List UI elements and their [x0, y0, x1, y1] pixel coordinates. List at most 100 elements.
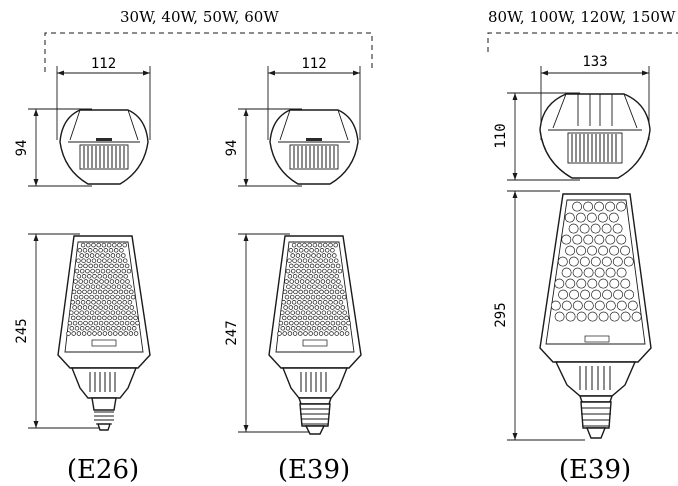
led-chip — [572, 201, 583, 212]
led-chip — [130, 294, 136, 300]
led-chip — [79, 326, 85, 331]
led-chip — [301, 326, 306, 331]
led-chip — [107, 274, 113, 279]
led-chip — [78, 279, 83, 284]
led-chip — [89, 253, 95, 258]
led-chip — [90, 326, 95, 331]
led-chip — [124, 305, 129, 310]
led-chip — [331, 279, 336, 284]
led-chip — [325, 279, 331, 284]
height-dimension: 245 — [14, 233, 100, 429]
led-chip — [317, 300, 323, 305]
led-chip — [289, 263, 294, 269]
led-chip — [89, 294, 94, 300]
lamp-side-view — [57, 235, 151, 431]
led-chip — [83, 263, 88, 269]
led-chip — [339, 315, 344, 321]
led-chip — [119, 248, 124, 253]
led-chip — [316, 268, 322, 274]
led-chip — [79, 253, 84, 258]
led-chip — [118, 274, 123, 279]
led-chip — [287, 274, 293, 279]
led-chip — [79, 268, 85, 274]
led-chip — [306, 310, 311, 315]
led-chip — [85, 326, 90, 331]
led-chip — [580, 289, 591, 300]
led-chip — [97, 289, 103, 295]
led-chip — [90, 284, 96, 289]
led-chip — [66, 331, 71, 336]
led-chip — [313, 315, 318, 321]
led-chip — [99, 279, 104, 284]
led-chip — [318, 274, 324, 279]
led-chip — [108, 305, 114, 310]
led-chip — [284, 294, 290, 300]
led-chip — [554, 278, 565, 289]
led-chip — [315, 320, 320, 326]
led-chip — [102, 331, 108, 336]
led-chip — [81, 315, 86, 321]
led-chip — [286, 300, 292, 305]
led-chip — [284, 279, 289, 284]
led-chip — [313, 331, 319, 336]
led-chip — [306, 268, 312, 274]
led-chip — [287, 258, 292, 263]
led-chip — [91, 315, 97, 321]
led-chip — [326, 310, 332, 315]
led-chip — [323, 300, 328, 305]
led-chip — [76, 274, 82, 279]
led-chip — [106, 284, 111, 289]
led-chip — [609, 278, 620, 289]
led-chip — [308, 289, 314, 295]
led-chip — [282, 331, 287, 336]
led-chip — [123, 289, 129, 295]
led-chip — [594, 267, 605, 278]
led-chip — [114, 263, 119, 269]
led-chip — [88, 263, 93, 269]
led-chip — [109, 263, 114, 269]
led-chip — [281, 315, 287, 321]
led-chip — [112, 258, 118, 263]
led-chip — [289, 294, 295, 300]
led-chip — [586, 212, 597, 223]
led-chip — [102, 258, 107, 263]
led-chip — [568, 223, 579, 234]
led-chip — [288, 289, 293, 295]
led-chip — [111, 268, 116, 274]
led-chip — [297, 242, 302, 248]
height-value: 247 — [224, 320, 240, 345]
led-chip — [81, 274, 87, 279]
led-chip — [598, 311, 609, 322]
led-chip — [133, 331, 139, 336]
led-chip — [95, 284, 101, 289]
led-chip — [344, 331, 350, 336]
led-chip — [597, 212, 608, 223]
led-chip — [319, 289, 324, 295]
lamp-e26: 112 94 — [14, 56, 151, 485]
led-chip — [301, 268, 306, 274]
led-chip — [87, 248, 93, 253]
led-chip — [76, 331, 82, 336]
led-chip — [338, 284, 343, 289]
led-chip — [325, 320, 330, 326]
top-height-value: 110 — [493, 123, 509, 148]
led-chip — [316, 253, 321, 258]
led-chip — [96, 242, 101, 248]
led-chip — [324, 248, 330, 253]
led-chip — [346, 320, 351, 326]
led-chip — [298, 274, 303, 279]
led-chip — [337, 326, 343, 331]
led-chip — [108, 248, 114, 253]
led-chip — [314, 305, 320, 310]
led-chip — [104, 263, 109, 269]
led-chip — [105, 253, 110, 258]
led-chip — [325, 263, 330, 269]
led-chip — [333, 258, 339, 263]
led-chip — [309, 305, 314, 310]
led-chip — [123, 274, 128, 279]
led-chip — [302, 242, 307, 248]
led-chip — [122, 300, 127, 305]
led-chip — [96, 315, 102, 321]
led-chip — [296, 268, 301, 274]
led-chip — [329, 331, 334, 336]
